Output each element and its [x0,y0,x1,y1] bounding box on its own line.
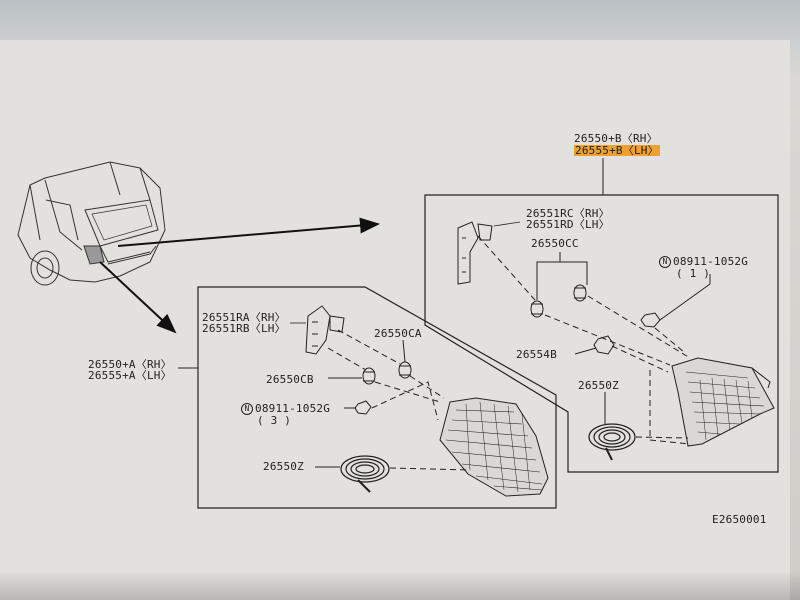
callout-assy-b-rh: 26550+B〈RH〉 [574,132,658,145]
callout-nut-b: 26554B [516,348,557,361]
callout-bolt-left-qty: ( 3 ) [257,414,292,427]
bolt-right-icon [640,312,661,328]
bulb-ca-icon [398,361,412,379]
left-group-frame [197,286,557,509]
callout-assy-a-rh: 26550+A〈RH〉 [88,358,172,371]
callout-bulb-cc: 26550CC [531,237,579,250]
callout-assy-b-lh-highlighted: 26555+B〈LH〉 [574,144,660,157]
screen-bottom-shadow [0,570,800,600]
arrow-to-left-assembly [99,261,177,334]
bolt-left-part-number: 08911-1052G [255,402,331,415]
bolt-right-part-number: 08911-1052G [673,255,749,268]
parts-diagram-page [0,40,790,600]
right-group-frame [424,194,779,473]
callout-bolt-right-qty: ( 1 ) [676,267,711,280]
diagram-code: E2650001 [712,513,767,526]
seal-right-icon [588,423,636,461]
vehicle-illustration [17,161,166,286]
arrow-to-right-assembly [117,217,380,247]
callout-bulb-ca: 26550CA [374,327,422,340]
bolt-right-symbol: N [659,256,671,268]
lamp-left-icon [439,397,549,497]
bulb-cc-icon [530,284,587,318]
bulb-cb-icon [362,367,376,385]
bolt-left-symbol: N [241,403,253,415]
lamp-right-icon [671,357,775,447]
callout-bracket-rd: 26551RD〈LH〉 [526,218,610,231]
callout-bracket-rb: 26551RB〈LH〉 [202,322,286,335]
callout-seal-left: 26550Z [263,460,304,473]
callout-bulb-cb: 26550CB [266,373,314,386]
bolt-left-icon [354,400,372,415]
bracket-right-icon [457,221,493,285]
nut-b-icon [593,335,615,355]
callout-seal-right: 26550Z [578,379,619,392]
callout-bracket-ra: 26551RA〈RH〉 [202,311,286,324]
seal-left-icon [340,455,390,493]
callout-bracket-rc: 26551RC〈RH〉 [526,207,610,220]
callout-assy-a-lh: 26555+A〈LH〉 [88,369,172,382]
